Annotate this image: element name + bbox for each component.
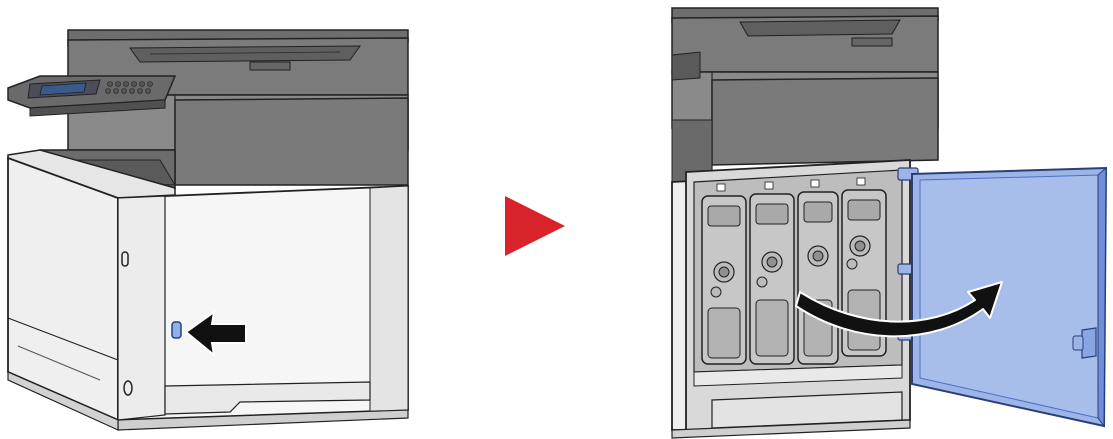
toner-cartridge [798,192,838,364]
scanner-unit-right [672,8,938,182]
red-triangle-right-icon [505,196,565,256]
toner-cartridges [702,178,886,364]
toner-cartridge [750,194,794,364]
printer-closed-illustration [8,30,408,430]
toner-cartridge [702,196,746,364]
printer-open-illustration [672,8,1106,438]
front-cover-open [912,168,1106,426]
printer-body [8,150,408,430]
front-cover-release-button [172,322,181,338]
